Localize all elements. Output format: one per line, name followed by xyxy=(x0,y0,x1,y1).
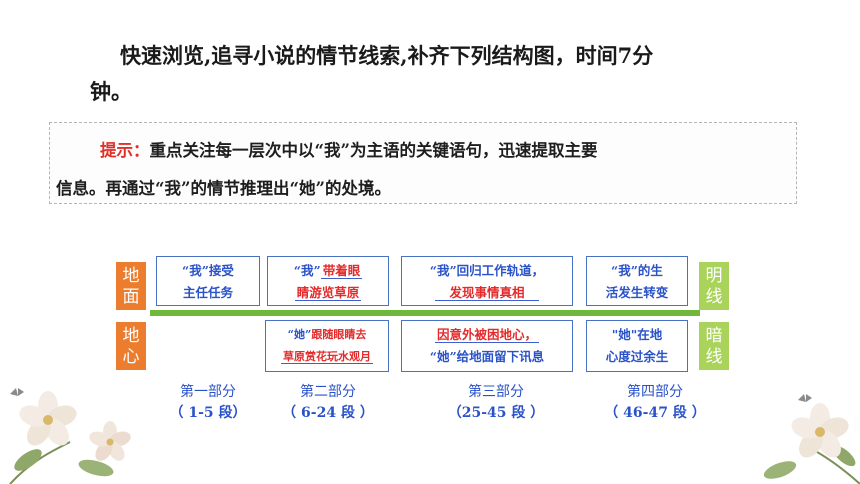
part-name: 第三部分 xyxy=(468,384,524,400)
node-text: 心度过余生 xyxy=(605,349,669,364)
node-text: “我”回归工作轨道， xyxy=(429,263,545,278)
hint-line-2: 信息。再通过“我”的情节推理出“她”的处境。 xyxy=(56,179,391,198)
task-title-line-2: 钟。 xyxy=(90,79,132,104)
part-range: （ 46-47 段 ） xyxy=(604,405,706,421)
node-text: “我”接受 xyxy=(182,263,234,278)
part-name: 第四部分 xyxy=(627,384,683,400)
part-range: （ 1-5 段） xyxy=(169,405,247,421)
node-fill-text: 草原赏花玩水观月 xyxy=(281,350,373,364)
dark-line-label: 暗线 xyxy=(699,322,729,370)
bright-line-label: 明线 xyxy=(699,262,729,310)
part-label-2: 第二部分 （ 6-24 段 ） xyxy=(276,382,380,424)
ground-node-4: "她"在地 心度过余生 xyxy=(586,320,688,372)
timeline-divider xyxy=(150,310,700,316)
part-label-4: 第四部分 （ 46-47 段 ） xyxy=(596,382,714,424)
node-text: 主任任务 xyxy=(182,285,233,300)
flower-decoration-right-icon xyxy=(763,394,860,484)
node-fill-text: 跟随眼睛去 xyxy=(311,328,367,341)
ground-heart-label: 地心 xyxy=(116,322,146,370)
hint-box xyxy=(49,122,797,204)
part-name: 第二部分 xyxy=(300,384,356,400)
surface-node-4: “我”的生 活发生转变 xyxy=(586,256,688,306)
surface-node-2: “我”带着眼 睛游览草原 xyxy=(267,256,389,306)
task-title-line-1: 快速浏览,追寻小说的情节线索,补齐下列结构图，时间7分 xyxy=(120,43,654,68)
node-text: 活发生转变 xyxy=(605,285,669,300)
part-range: （25-45 段 ） xyxy=(447,405,545,421)
part-name: 第一部分 xyxy=(180,384,236,400)
node-text: “她” xyxy=(287,328,312,341)
ground-node-2: “她”跟随眼睛去 草原赏花玩水观月 xyxy=(265,320,389,372)
hint-line-1: 提示：重点关注每一层次中以“我”为主语的关键语句，迅速提取主要 xyxy=(100,137,597,161)
flower-decoration-left-icon xyxy=(9,388,131,484)
node-fill-text: 发现事情真相 xyxy=(435,285,539,301)
node-text: “我” xyxy=(293,263,321,278)
node-text: “她”给地面留下讯息 xyxy=(429,349,545,364)
node-fill-text: 因意外被困地心， xyxy=(434,327,539,343)
part-label-1: 第一部分 （ 1-5 段） xyxy=(160,382,256,424)
node-text: "她"在地 xyxy=(611,327,663,342)
surface-node-1: “我”接受 主任任务 xyxy=(156,256,260,306)
node-fill-text: 带着眼 xyxy=(320,263,363,279)
node-fill-text: 睛游览草原 xyxy=(294,285,362,301)
surface-label: 地面 xyxy=(116,262,146,310)
hint-text-1: 重点关注每一层次中以“我”为主语的关键语句，迅速提取主要 xyxy=(149,141,598,160)
part-label-3: 第三部分 （25-45 段 ） xyxy=(440,382,552,424)
hint-label: 提示： xyxy=(100,141,150,160)
part-range: （ 6-24 段 ） xyxy=(282,405,374,421)
node-text: “我”的生 xyxy=(611,263,663,278)
ground-node-3: 因意外被困地心， “她”给地面留下讯息 xyxy=(401,320,573,372)
surface-node-3: “我”回归工作轨道， 发现事情真相 xyxy=(401,256,573,306)
